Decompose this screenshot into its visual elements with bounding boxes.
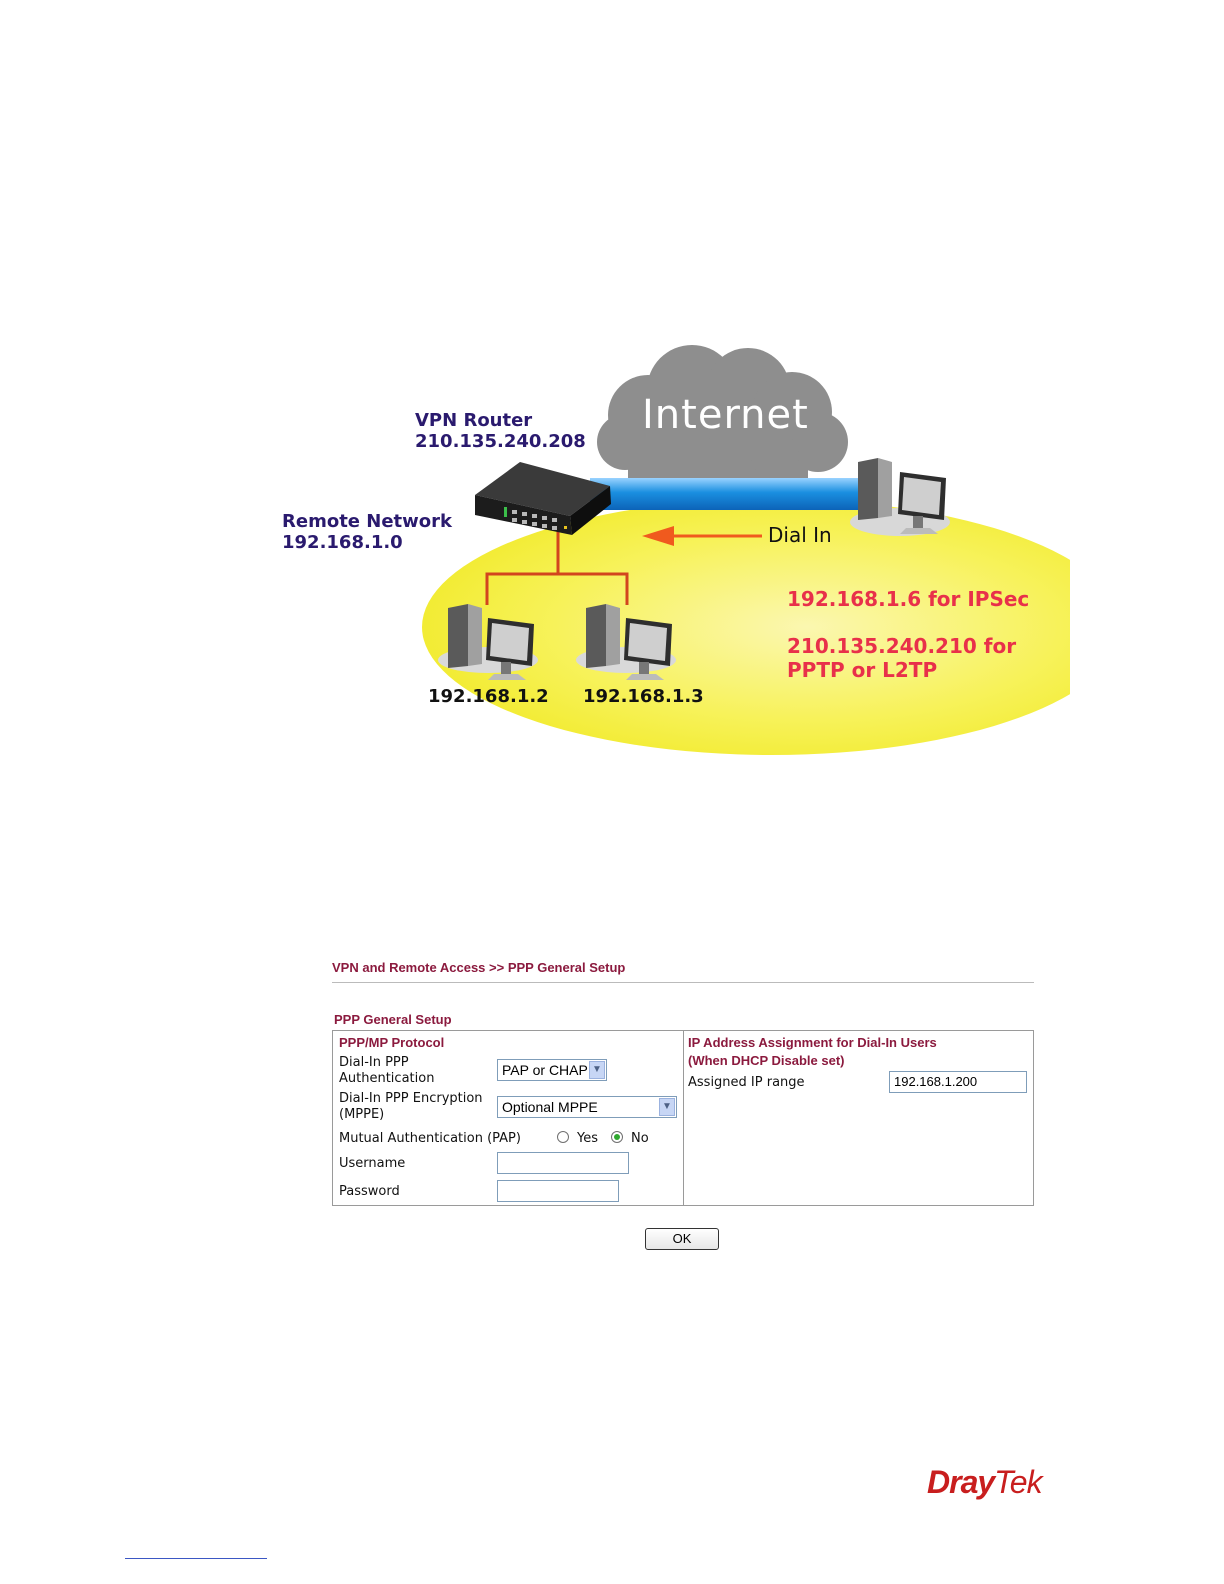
mutual-auth-yes-label: Yes [577, 1131, 598, 1146]
network-diagram-graphic [422, 345, 1122, 755]
encryption-select[interactable]: Optional MPPE ▼ [497, 1096, 677, 1118]
enc-label-line2: (MPPE) [339, 1107, 385, 1122]
host2-ip-label: 192.168.1.3 [583, 686, 704, 707]
password-label: Password [339, 1184, 400, 1199]
encryption-select-value: Optional MPPE [502, 1099, 598, 1115]
auth-select-value: PAP or CHAP [502, 1062, 588, 1078]
ppp-mp-protocol-panel: PPP/MP Protocol Dial-In PPP Authenticati… [332, 1030, 684, 1206]
ppp-general-setup-form: VPN and Remote Access >> PPP General Set… [332, 956, 1034, 1256]
dial-in-label: Dial In [768, 523, 832, 547]
internet-label: Internet [642, 392, 809, 438]
username-label: Username [339, 1156, 406, 1171]
host1-computer-icon [438, 604, 538, 680]
password-input[interactable] [497, 1180, 619, 1202]
logo-tek: Tek [994, 1464, 1042, 1500]
draytek-logo: DrayTek [927, 1464, 1043, 1501]
pptp-note-line2: PPTP or L2TP [787, 658, 938, 682]
vpn-link [590, 478, 860, 510]
ip-assignment-title-line2: (When DHCP Disable set) [688, 1053, 845, 1068]
auth-select[interactable]: PAP or CHAP ▼ [497, 1059, 607, 1081]
auth-label-line1: Dial-In PPP [339, 1055, 409, 1070]
enc-label-line1: Dial-In PPP Encryption [339, 1091, 483, 1106]
network-diagram: Internet VPN Router 210.135.240.208 Remo… [270, 330, 1122, 770]
ip-assignment-title-line1: IP Address Assignment for Dial-In Users [688, 1035, 937, 1050]
ipsec-note: 192.168.1.6 for IPSec [787, 587, 1030, 611]
ip-range-input[interactable]: 192.168.1.200 [889, 1071, 1027, 1093]
lan-zone-ellipse [422, 499, 1122, 755]
ip-range-label: Assigned IP range [688, 1075, 805, 1090]
internet-cloud [597, 345, 848, 481]
mutual-auth-label: Mutual Authentication (PAP) [339, 1131, 521, 1146]
mutual-auth-no-radio[interactable] [611, 1131, 623, 1143]
mutual-auth-yes-radio[interactable] [557, 1131, 569, 1143]
breadcrumb: VPN and Remote Access >> PPP General Set… [332, 960, 626, 975]
header-divider [332, 982, 1034, 983]
username-input[interactable] [497, 1152, 629, 1174]
pptp-note-line1: 210.135.240.210 for [787, 634, 1017, 658]
dial-in-arrow [642, 526, 762, 546]
chevron-down-icon: ▼ [589, 1061, 605, 1079]
vpn-router-ip: 210.135.240.208 [415, 431, 586, 452]
ip-assignment-panel: IP Address Assignment for Dial-In Users … [683, 1030, 1034, 1206]
chevron-down-icon: ▼ [659, 1098, 675, 1116]
footer-divider [125, 1558, 267, 1559]
logo-dray: Dray [927, 1464, 995, 1500]
mutual-auth-no-label: No [631, 1131, 649, 1146]
lan-wiring [485, 525, 629, 605]
ok-button[interactable]: OK [645, 1228, 719, 1250]
remote-network-label: Remote Network [282, 511, 452, 532]
host2-computer-icon [576, 604, 676, 680]
remote-dialin-computer-icon [850, 458, 950, 536]
auth-label-line2: Authentication [339, 1071, 435, 1086]
vpn-router-icon [475, 462, 611, 535]
host1-ip-label: 192.168.1.2 [428, 686, 549, 707]
section-title: PPP General Setup [334, 1012, 452, 1027]
ppp-mp-protocol-title: PPP/MP Protocol [339, 1035, 445, 1050]
vpn-router-label: VPN Router [415, 410, 533, 431]
remote-network-ip: 192.168.1.0 [282, 532, 403, 553]
